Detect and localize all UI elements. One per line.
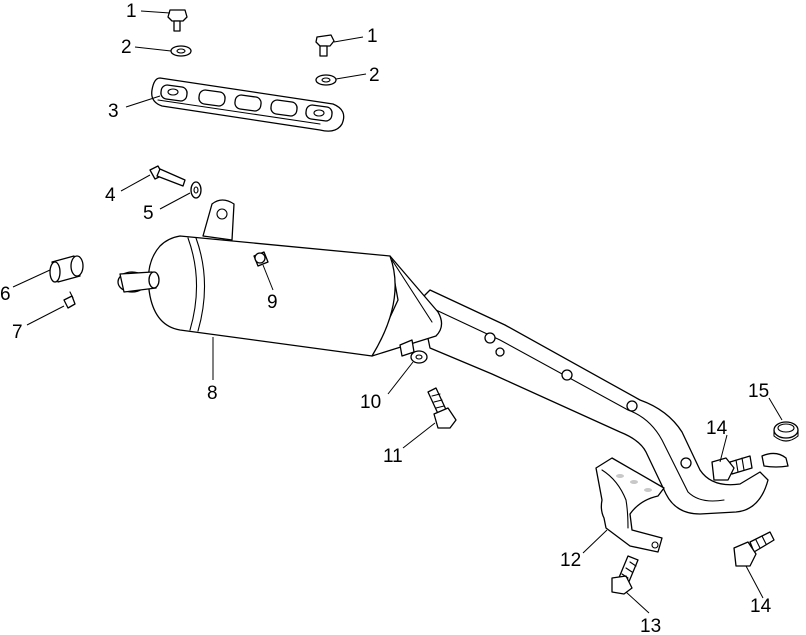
bolt-1-right (315, 34, 335, 57)
callout-13: 13 (640, 616, 661, 635)
callout-9: 9 (267, 292, 278, 313)
leader-lines (12, 10, 783, 614)
mounting-bracket (151, 77, 345, 132)
callout-7: 7 (12, 322, 23, 343)
callout-14: 14 (706, 418, 728, 439)
callout-2: 2 (121, 37, 132, 58)
callout-3: 3 (108, 101, 119, 122)
callout-15: 15 (748, 381, 769, 402)
washer-2-left (170, 45, 192, 57)
callout-10: 10 (360, 392, 381, 413)
bolt-13 (611, 555, 639, 595)
bolt-14-upper (711, 455, 753, 481)
washer-5 (190, 181, 202, 199)
callout-1: 1 (126, 1, 137, 22)
bolt-11 (427, 387, 457, 429)
washer-10 (410, 350, 428, 364)
bolt-14-lower (733, 531, 775, 567)
callout-6: 6 (0, 284, 11, 305)
callout-labels: 1 1 2 2 3 4 5 6 7 8 9 10 11 12 13 14 14 … (0, 1, 772, 635)
plug-9 (253, 251, 269, 267)
callout-5: 5 (143, 203, 154, 224)
muffler-assembly (117, 199, 789, 515)
callout-2: 2 (369, 65, 380, 86)
washer-2-right (315, 74, 337, 86)
callout-1: 1 (367, 26, 378, 47)
callout-14: 14 (750, 596, 772, 617)
callout-11: 11 (383, 446, 403, 467)
heat-shield (595, 457, 665, 553)
bolt-4 (149, 165, 186, 187)
bolt-1-left (167, 9, 188, 32)
callout-12: 12 (560, 550, 581, 571)
gasket-ring-15 (773, 421, 799, 442)
tailpipe-cap (49, 255, 84, 283)
callout-8: 8 (207, 383, 218, 404)
screw-7 (63, 291, 76, 309)
callout-4: 4 (105, 185, 116, 206)
